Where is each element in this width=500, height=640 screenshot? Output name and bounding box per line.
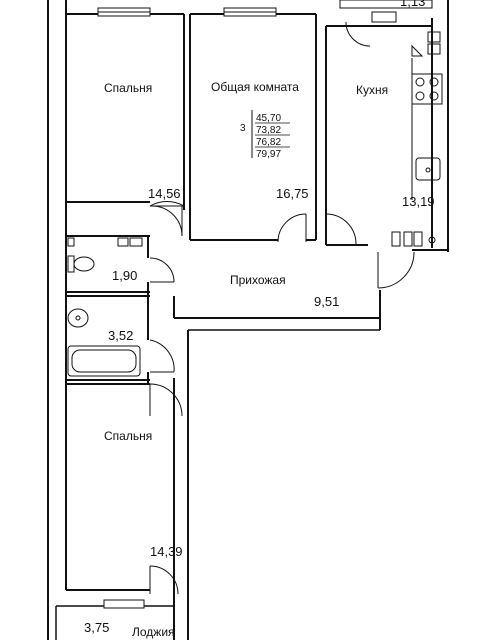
living-room-label: Общая комната [211, 80, 299, 94]
windows [97, 7, 397, 609]
hall-area: 9,51 [314, 294, 339, 309]
kitchen-sink-icon [415, 157, 441, 181]
bedroom-bottom-area: 14,39 [150, 544, 183, 559]
kitchen-area: 13,19 [402, 194, 435, 209]
sink-icon [67, 308, 89, 328]
toilet-area: 1,90 [112, 268, 137, 283]
doors [149, 21, 415, 595]
fixtures [67, 0, 443, 377]
living-room-area: 16,75 [276, 186, 309, 201]
room-labels: Спальня 14,56 Общая комната 16,75 Кухня … [84, 0, 435, 639]
interior-walls [55, 14, 448, 640]
bedroom-bottom-label: Спальня [104, 429, 152, 443]
bathroom-area: 3,52 [108, 328, 133, 343]
summary-value-1: 45,70 [256, 113, 281, 124]
summary-value-2: 73,82 [256, 125, 281, 136]
loggia-area: 3,75 [84, 620, 109, 635]
summary-value-3: 76,82 [256, 137, 281, 148]
hall-label: Прихожая [230, 273, 286, 287]
toilet-icon [73, 256, 95, 272]
apartment-summary: 3 45,70 73,82 76,82 79,97 [240, 110, 290, 160]
top-balcony-area: 1,13 [400, 0, 425, 9]
bathtub-icon [67, 345, 141, 377]
kitchen-label: Кухня [356, 83, 388, 97]
summary-value-4: 79,97 [256, 149, 281, 160]
bedroom-top-area: 14,56 [148, 186, 181, 201]
bedroom-top-label: Спальня [104, 81, 152, 95]
loggia-label: Лоджия [132, 625, 175, 639]
stove-icon [411, 73, 443, 105]
rooms-count: 3 [240, 123, 246, 134]
